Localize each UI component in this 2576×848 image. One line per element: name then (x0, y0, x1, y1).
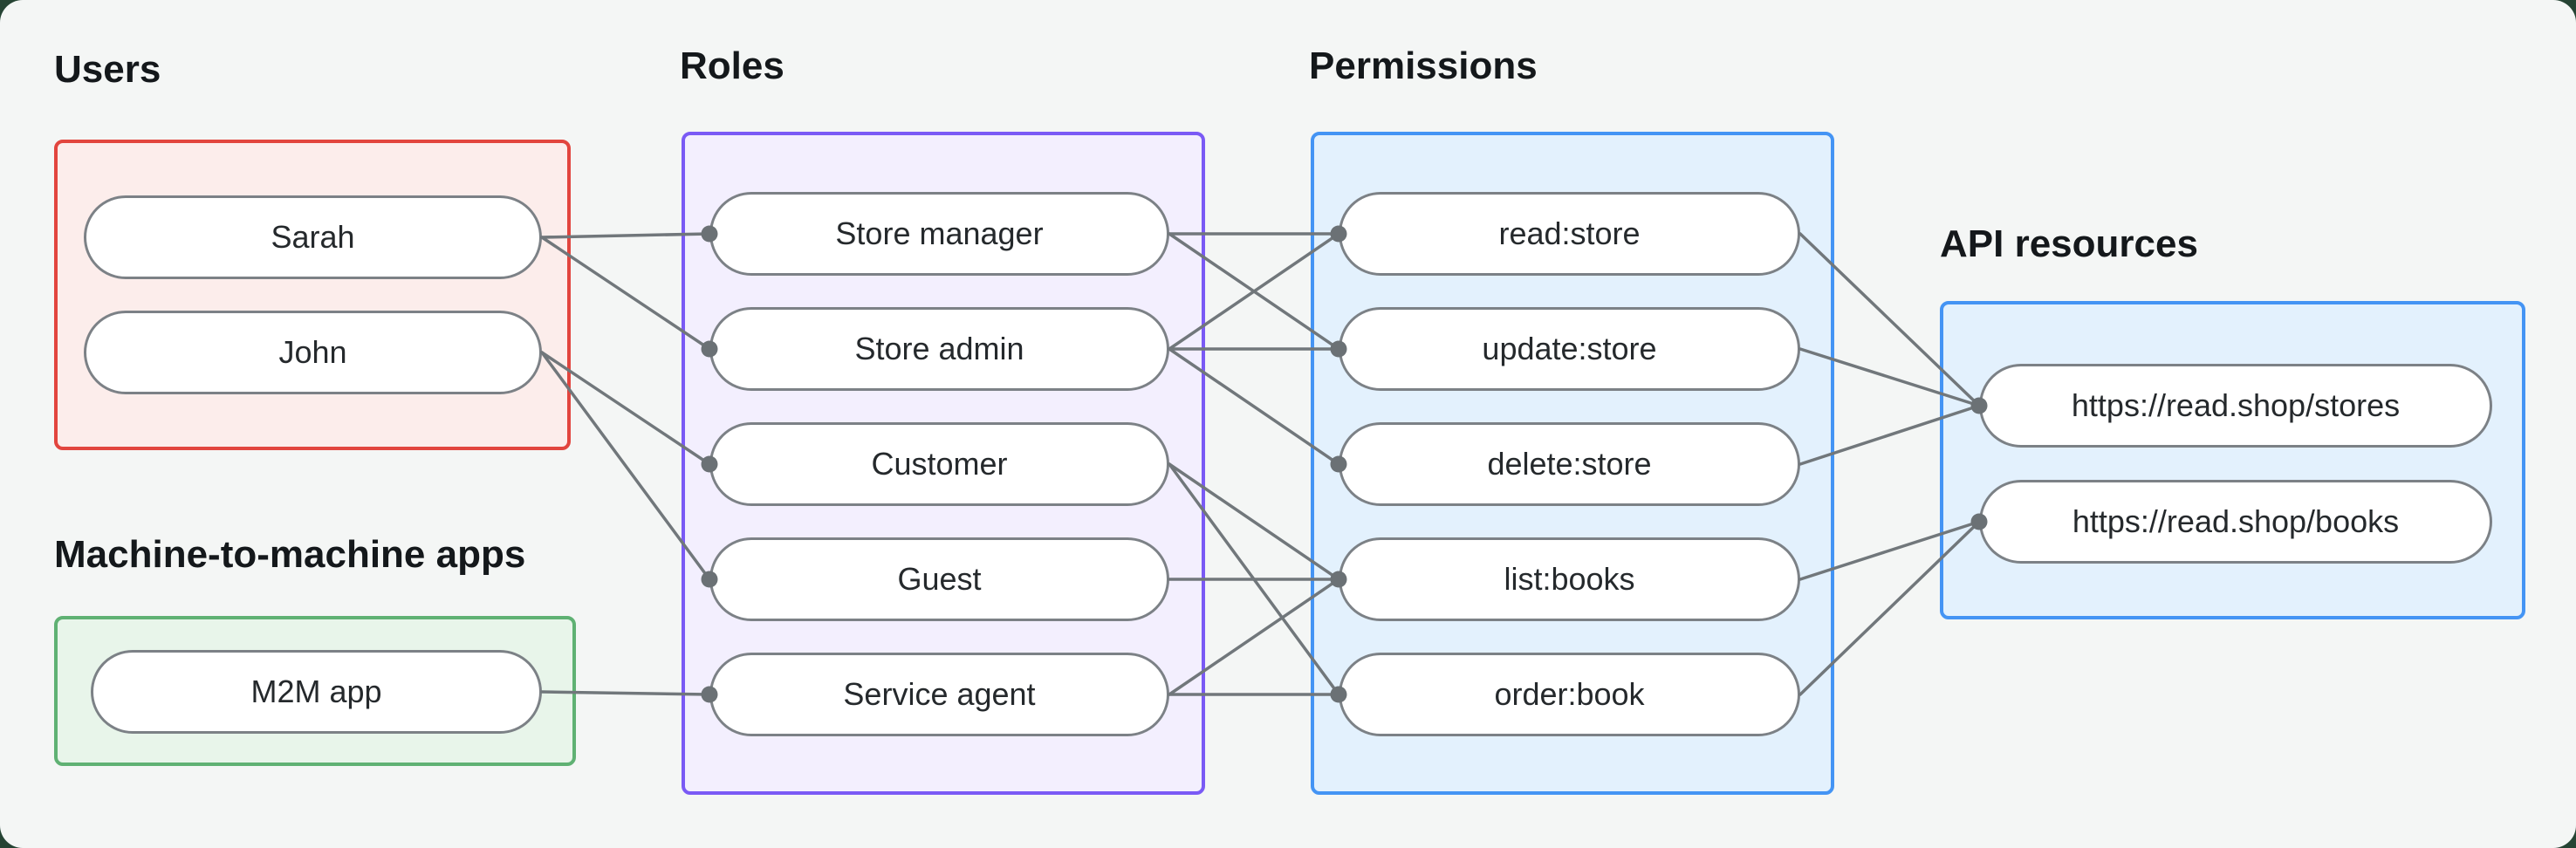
node-sarah: Sarah (84, 195, 542, 279)
node-service-agent: Service agent (709, 653, 1169, 736)
node-update-store: update:store (1339, 307, 1800, 391)
group-box-api-resources (1940, 301, 2525, 619)
group-label-roles: Roles (680, 44, 784, 87)
node-m2m-app: M2M app (91, 650, 542, 734)
group-label-api-resources: API resources (1940, 222, 2198, 265)
node-john: John (84, 311, 542, 394)
group-label-users: Users (54, 48, 161, 91)
node-customer: Customer (709, 422, 1169, 506)
node-store-admin: Store admin (709, 307, 1169, 391)
group-box-users (54, 140, 571, 450)
node-order-book: order:book (1339, 653, 1800, 736)
node-delete-store: delete:store (1339, 422, 1800, 506)
node-store-manager: Store manager (709, 192, 1169, 276)
node-list-books: list:books (1339, 537, 1800, 621)
node-stores-api: https://read.shop/stores (1979, 364, 2492, 448)
node-read-store: read:store (1339, 192, 1800, 276)
node-guest: Guest (709, 537, 1169, 621)
group-label-m2m-apps: Machine-to-machine apps (54, 533, 526, 576)
group-label-permissions: Permissions (1309, 44, 1538, 87)
node-books-api: https://read.shop/books (1979, 480, 2492, 564)
